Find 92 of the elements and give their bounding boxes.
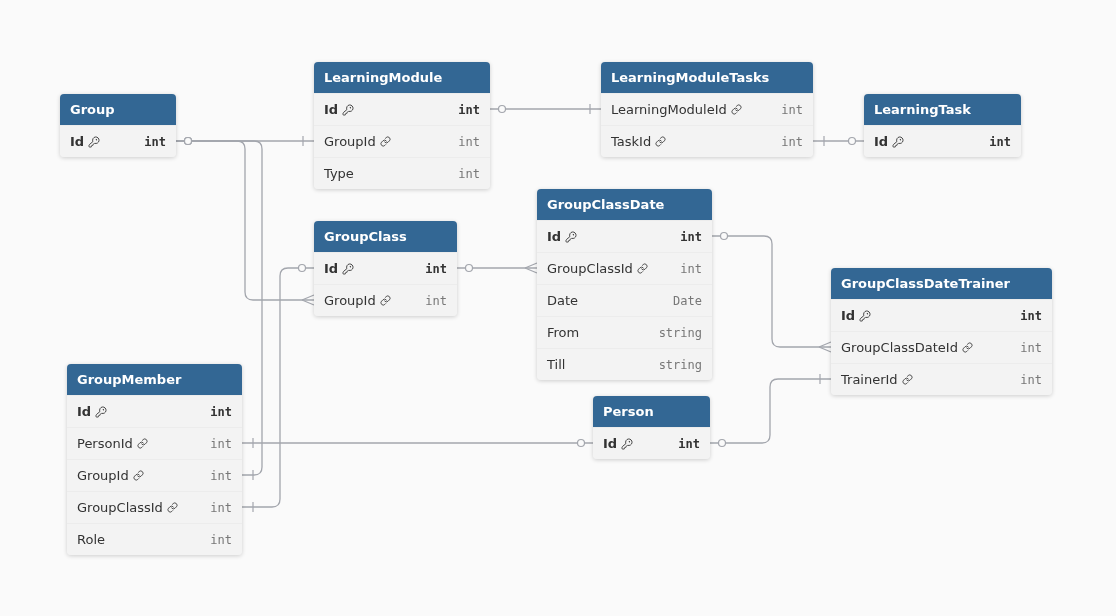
- table-card: [864, 94, 1021, 157]
- field-name: From: [547, 325, 580, 340]
- field-type: int: [680, 261, 702, 276]
- field-type: int: [781, 102, 803, 117]
- field-name: PersonId: [77, 436, 133, 451]
- relationship-line: [241, 437, 594, 449]
- relationship-line: [711, 231, 832, 353]
- table-card: [537, 189, 712, 380]
- field-type: string: [658, 357, 702, 372]
- field-row: [67, 395, 242, 427]
- field-type: int: [781, 134, 803, 149]
- table-card: [831, 268, 1052, 395]
- field-name: Id: [324, 261, 339, 276]
- field-name: Type: [324, 166, 354, 181]
- field-type: int: [1020, 372, 1042, 387]
- field-name: GroupClassId: [547, 261, 633, 276]
- table-header: GroupClassDateTrainer: [831, 268, 1052, 299]
- table-header: GroupClassDate: [537, 189, 712, 220]
- field-type: int: [989, 134, 1011, 149]
- field-row: [67, 459, 242, 491]
- relationship-line: [709, 373, 832, 448]
- field-row: [593, 427, 710, 459]
- table-card: [67, 364, 242, 555]
- field-row: [314, 157, 490, 189]
- table-card: [593, 396, 710, 459]
- field-name: LearningModuleId: [611, 102, 727, 117]
- field-type: int: [210, 532, 232, 547]
- relationship-line: [241, 263, 315, 513]
- field-row: [314, 125, 490, 157]
- field-type: int: [210, 500, 232, 515]
- field-type: int: [458, 102, 480, 117]
- field-name: Id: [77, 404, 92, 419]
- field-name: Till: [547, 357, 566, 372]
- field-name: GroupId: [324, 293, 376, 308]
- field-name: TaskId: [611, 134, 652, 149]
- table-card: [601, 62, 813, 157]
- table-header: GroupClass: [314, 221, 457, 252]
- field-row: [537, 348, 712, 380]
- field-row: [601, 93, 813, 125]
- field-name: Date: [547, 293, 579, 308]
- field-row: [67, 523, 242, 555]
- field-name: Id: [603, 436, 618, 451]
- field-type: Date: [673, 293, 702, 308]
- field-name: GroupId: [324, 134, 376, 149]
- field-row: [67, 491, 242, 523]
- field-type: int: [1020, 308, 1042, 323]
- table-card: [314, 62, 490, 189]
- field-name: Id: [70, 134, 85, 149]
- field-type: int: [678, 436, 700, 451]
- field-name: Id: [874, 134, 889, 149]
- table-header: Group: [60, 94, 176, 125]
- field-name: GroupClassId: [77, 500, 163, 515]
- relationship-line: [489, 103, 602, 115]
- field-row: [314, 252, 457, 284]
- field-type: int: [210, 436, 232, 451]
- field-type: string: [658, 325, 702, 340]
- field-row: [67, 427, 242, 459]
- field-name: Id: [841, 308, 856, 323]
- field-name: Id: [547, 229, 562, 244]
- table-header: LearningModule: [314, 62, 490, 93]
- field-row: [314, 284, 457, 316]
- field-name: TrainerId: [841, 372, 898, 387]
- field-row: [864, 125, 1021, 157]
- field-row: [537, 252, 712, 284]
- field-type: int: [458, 166, 480, 181]
- table-header: LearningTask: [864, 94, 1021, 125]
- field-name: GroupClassDateId: [841, 340, 958, 355]
- field-row: [831, 363, 1052, 395]
- field-type: int: [458, 134, 480, 149]
- field-name: Role: [77, 532, 105, 547]
- table-card: [314, 221, 457, 316]
- field-row: [601, 125, 813, 157]
- field-row: [831, 331, 1052, 363]
- table-card: [60, 94, 176, 157]
- table-header: Person: [593, 396, 710, 427]
- field-row: [314, 93, 490, 125]
- field-row: [831, 299, 1052, 331]
- field-name: Id: [324, 102, 339, 117]
- field-type: int: [680, 229, 702, 244]
- table-header: GroupMember: [67, 364, 242, 395]
- field-type: int: [144, 134, 166, 149]
- field-type: int: [210, 468, 232, 483]
- table-header: LearningModuleTasks: [601, 62, 813, 93]
- relationship-line: [812, 135, 865, 147]
- field-type: int: [210, 404, 232, 419]
- field-type: int: [425, 293, 447, 308]
- field-name: GroupId: [77, 468, 129, 483]
- field-type: int: [425, 261, 447, 276]
- field-type: int: [1020, 340, 1042, 355]
- relationship-line: [456, 262, 538, 274]
- field-row: [60, 125, 176, 157]
- field-row: [537, 220, 712, 252]
